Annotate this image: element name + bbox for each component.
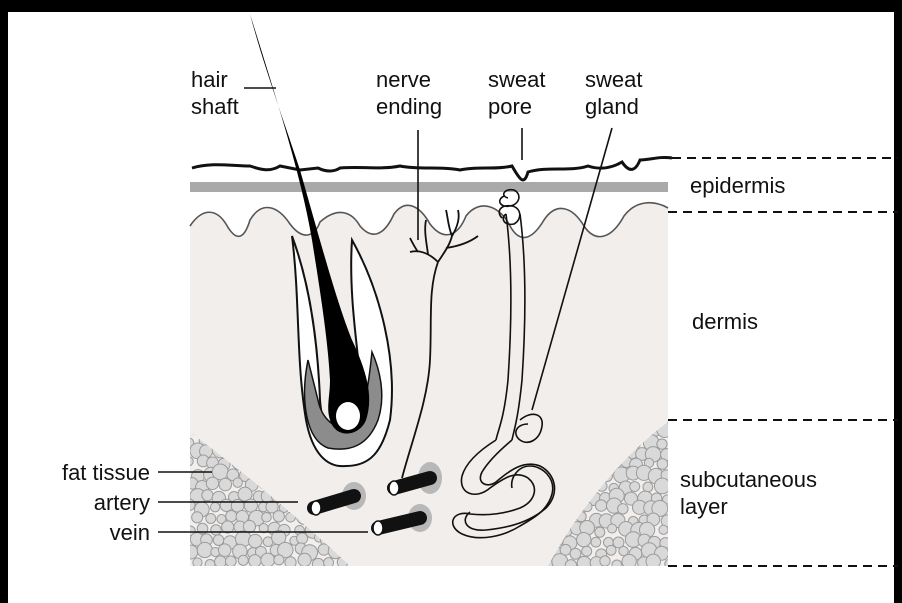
fat-cell	[225, 556, 236, 567]
fat-cell	[184, 499, 195, 510]
fat-cell	[202, 490, 213, 501]
fat-cell	[184, 457, 193, 466]
fat-cell	[220, 499, 232, 511]
fat-cell	[219, 478, 232, 491]
fat-cell	[285, 557, 296, 568]
artery-label: artery	[18, 489, 150, 516]
fat-cell	[659, 525, 668, 534]
fat-cell	[324, 558, 334, 568]
fat-cell	[618, 504, 628, 514]
fat-cell	[184, 545, 198, 559]
fat-cell	[211, 525, 221, 535]
fat-cell	[606, 545, 616, 555]
vein-label: vein	[18, 519, 150, 546]
fat-cell	[577, 556, 591, 570]
fat-cell	[595, 527, 605, 537]
fat-cell	[570, 548, 581, 559]
fat-cell	[612, 560, 622, 570]
fat-cell	[643, 482, 653, 492]
fat-cell	[233, 478, 242, 487]
epidermis-layer	[190, 157, 672, 192]
fat-cell	[206, 477, 218, 489]
fat-cell	[226, 510, 237, 521]
fat-cell	[197, 542, 212, 557]
fat-cell	[262, 512, 272, 522]
fat-cell	[215, 556, 227, 568]
fat-cell	[297, 533, 308, 544]
fat-cell	[622, 554, 636, 568]
fat-tissue-label: fat tissue	[18, 459, 150, 486]
fat-cell	[238, 555, 248, 565]
fat-cell	[654, 478, 670, 494]
epidermis-label: epidermis	[690, 172, 785, 199]
fat-cell	[582, 546, 592, 556]
fat-cell	[577, 532, 591, 546]
fat-cell	[646, 554, 661, 569]
fat-cell	[552, 554, 568, 570]
fat-cell	[249, 555, 261, 567]
fat-cell	[192, 512, 203, 523]
fat-cell	[261, 553, 275, 567]
fat-cell	[657, 439, 667, 449]
fat-cell	[205, 560, 215, 570]
fat-cell	[595, 500, 606, 511]
dermis-label: dermis	[692, 308, 758, 335]
fat-cell	[298, 553, 311, 566]
fat-cell	[193, 558, 202, 567]
fat-cell	[600, 556, 610, 566]
fat-cell	[608, 524, 617, 533]
fat-cell	[591, 537, 601, 547]
fat-cell	[630, 482, 640, 492]
fat-cell	[274, 555, 284, 565]
fat-cell	[206, 513, 216, 523]
fat-cell	[312, 558, 324, 570]
fat-cell	[565, 560, 576, 571]
fat-cell	[273, 511, 284, 522]
fat-cell	[218, 544, 231, 557]
fat-cell	[249, 534, 262, 547]
fat-cell	[657, 459, 668, 470]
fat-cell	[210, 503, 219, 512]
